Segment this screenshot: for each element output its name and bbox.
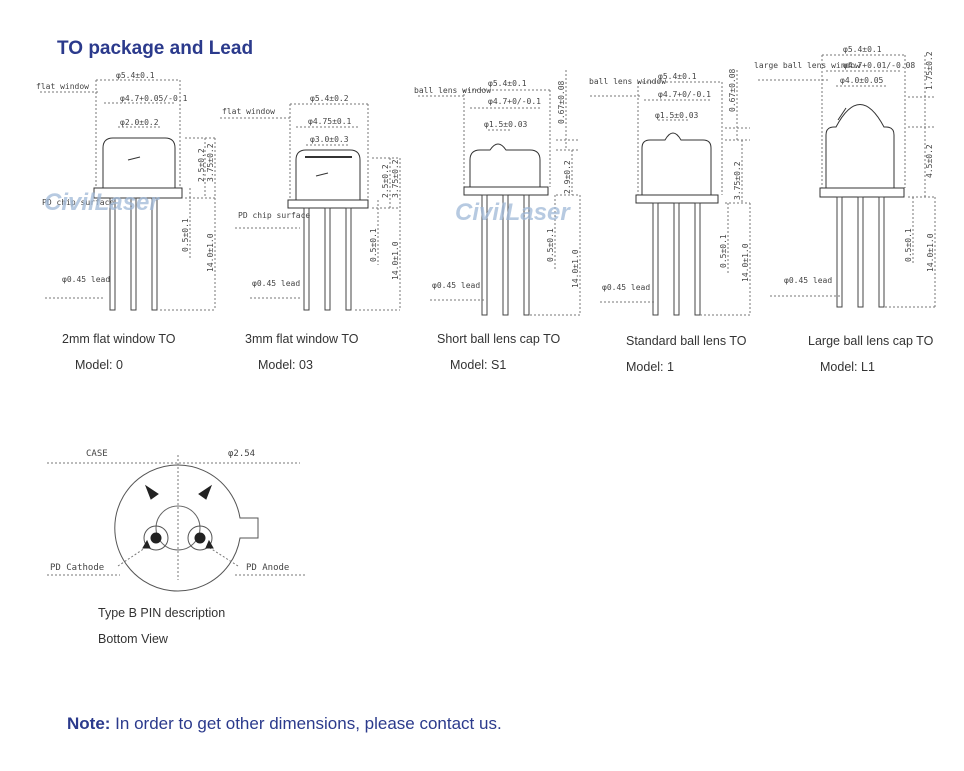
dim-h4: 14.0±1.0	[741, 243, 750, 282]
anode-label: PD Anode	[246, 563, 289, 573]
dim-h2: 3.75±0.2	[733, 161, 742, 200]
dim-d3: φ1.5±0.03	[655, 111, 699, 120]
case-label: CASE	[86, 449, 108, 459]
dim-h4: 14.0±1.0	[571, 249, 580, 288]
dim-h3: 0.5±0.1	[719, 234, 728, 268]
dim-h3: 0.5±0.1	[369, 228, 378, 262]
dim-d2: φ4.7+0.01/-0.08	[843, 61, 915, 70]
dim-h1: 2.5±0.2	[197, 148, 206, 182]
package-3mm-flat-window: φ5.4±0.2 φ4.75±0.1 φ3.0±0.3 flat window …	[220, 94, 401, 311]
dim-h2: 3.75±0.2	[391, 159, 400, 198]
package-4-model: Model: L1	[820, 360, 875, 374]
dim-h2: 3.75±0.2	[206, 143, 215, 182]
cathode-label: PD Cathode	[50, 563, 104, 573]
dim-d3: φ1.5±0.03	[484, 120, 528, 129]
package-1-model: Model: 03	[258, 358, 313, 372]
label-lead: φ0.45 lead	[252, 279, 300, 288]
dim-d3: φ2.0±0.2	[120, 118, 159, 127]
package-4-name: Large ball lens cap TO	[808, 334, 934, 348]
dim-d2: φ4.7+0.05/-0.1	[120, 94, 188, 103]
package-3-model: Model: 1	[626, 360, 674, 374]
note-text: In order to get other dimensions, please…	[110, 714, 502, 733]
package-2mm-flat-window: φ5.4±0.1 φ4.7+0.05/-0.1 φ2.0±0.2 flat wi…	[36, 71, 216, 311]
dim-h1: 0.67±0.08	[728, 68, 737, 112]
dim-d3: φ4.0±0.05	[840, 76, 884, 85]
dim-h4: 14.0±1.0	[926, 233, 935, 272]
dim-d1: φ5.4±0.1	[116, 71, 155, 80]
pinout-bottom-view: CASE φ2.54 PD Cathode PD Anode	[47, 449, 305, 592]
cathode-pin-icon	[150, 532, 162, 544]
label-lead: φ0.45 lead	[62, 275, 110, 284]
dim-h2: 4.5±0.2	[925, 144, 934, 178]
dim-d1: φ5.4±0.1	[843, 45, 882, 54]
anode-pin-icon	[194, 532, 206, 544]
footer-note: Note: In order to get other dimensions, …	[67, 714, 502, 734]
dim-h4: 14.0±1.0	[206, 233, 215, 272]
package-2-model: Model: S1	[450, 358, 507, 372]
dim-h3: 0.5±0.1	[181, 218, 190, 252]
package-3-name: Standard ball lens TO	[626, 334, 747, 348]
label-window: ball lens window	[414, 86, 491, 95]
label-window: flat window	[222, 107, 275, 116]
dim-h4: 14.0±1.0	[391, 241, 400, 280]
dim-d2: φ4.7+0/-0.1	[658, 90, 711, 99]
package-2-name: Short ball lens cap TO	[437, 332, 561, 346]
dim-d2: φ4.7+0/-0.1	[488, 97, 541, 106]
label-chip: PD chip surface	[42, 198, 114, 207]
label-lead: φ0.45 lead	[784, 276, 832, 285]
label-window: ball lens window	[589, 77, 666, 86]
watermark-left: CivilLaser	[44, 189, 160, 216]
dim-h3: 0.5±0.1	[904, 228, 913, 262]
label-window: flat window	[36, 82, 89, 91]
dim-h1: 0.67±0.08	[557, 80, 566, 124]
dim-d1: φ5.4±0.2	[310, 94, 349, 103]
package-1-name: 3mm flat window TO	[245, 332, 359, 346]
dim-d3: φ3.0±0.3	[310, 135, 349, 144]
note-prefix: Note:	[67, 714, 111, 733]
label-lead: φ0.45 lead	[602, 283, 650, 292]
pitch-label: φ2.54	[228, 449, 255, 459]
dim-h1: 2.5±0.2	[381, 164, 390, 198]
label-lead: φ0.45 lead	[432, 281, 480, 290]
watermark-center: CivilLaser	[455, 199, 571, 226]
pinout-caption: Type B PIN description	[98, 606, 226, 620]
package-short-ball-lens: φ5.4±0.1 φ4.7+0/-0.1 φ1.5±0.03 ball lens…	[414, 70, 581, 316]
dim-h1: 1.75±0.2	[925, 51, 934, 90]
package-large-ball-lens: φ5.4±0.1 φ4.7+0.01/-0.08 φ4.0±0.05 large…	[754, 45, 936, 308]
dim-d1: φ5.4±0.1	[658, 72, 697, 81]
label-window: large ball lens window	[754, 61, 860, 70]
label-chip: PD chip surface	[238, 211, 310, 220]
package-standard-ball-lens: φ5.4±0.1 φ4.7+0/-0.1 φ1.5±0.03 ball lens…	[589, 68, 751, 316]
dim-d2: φ4.75±0.1	[308, 117, 352, 126]
pinout-view-label: Bottom View	[98, 632, 168, 646]
package-0-name: 2mm flat window TO	[62, 332, 176, 346]
package-0-model: Model: 0	[75, 358, 123, 372]
dim-d1: φ5.4±0.1	[488, 79, 527, 88]
dim-h2: 2.9±0.2	[563, 160, 572, 194]
dim-h3: 0.5±0.1	[546, 228, 555, 262]
page-title: TO package and Lead	[57, 38, 254, 59]
